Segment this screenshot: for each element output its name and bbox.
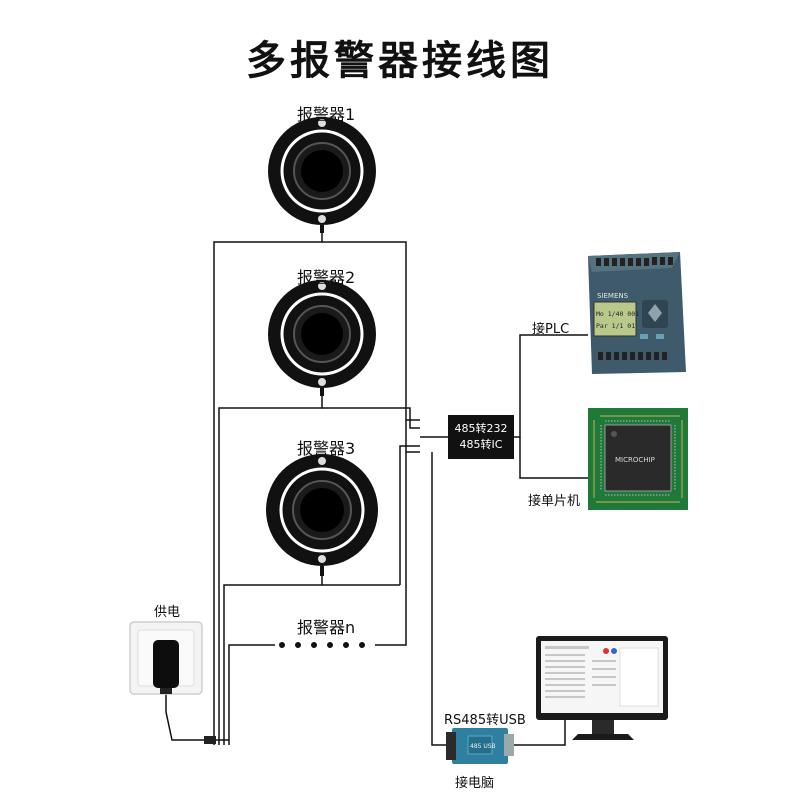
- alarm-n-dots: [279, 642, 365, 648]
- plc-screen-line2: Par 1/1 01: [596, 322, 635, 330]
- wire-alarm-n-right: [375, 451, 420, 646]
- wire-alarm-n-left: [228, 644, 275, 745]
- plc-screen-line1: Mo 1/40 001: [596, 310, 639, 318]
- alarm-1-label: 报警器1: [297, 105, 356, 124]
- alarm-2-label: 报警器2: [297, 268, 356, 287]
- usb-module-text: 485 USB: [470, 743, 496, 750]
- wire-power: [165, 688, 214, 741]
- wire-alarm1: [213, 228, 323, 745]
- pc-label: 接电脑: [455, 776, 495, 791]
- usb-converter-label: RS485转USB: [444, 713, 526, 728]
- bus-wires: [165, 228, 588, 746]
- wire-alarm2: [218, 395, 323, 745]
- alarm-3: [266, 454, 378, 576]
- wire-to-usb: [431, 452, 452, 746]
- wire-alarm2-right: [322, 407, 420, 429]
- plc-device: [588, 252, 686, 374]
- converter-box: 485转232 485转IC: [448, 415, 514, 459]
- alarm-3-label: 报警器3: [297, 439, 356, 458]
- converter-line1: 485转232: [454, 422, 508, 435]
- mcu-board: [588, 408, 688, 510]
- pc-monitor: [536, 636, 668, 740]
- mcu-label: 接单片机: [528, 494, 581, 509]
- alarm-n-label: 报警器n: [297, 618, 356, 637]
- converter-line2: 485转IC: [459, 438, 503, 451]
- wire-to-mcu: [519, 437, 588, 479]
- wire-alarm1-right: [322, 241, 420, 421]
- chip-brand: MICROCHIP: [615, 456, 655, 464]
- page-title: 多报警器接线图: [246, 38, 554, 84]
- wire-alarm3: [223, 575, 323, 745]
- plc-brand: SIEMENS: [597, 292, 629, 300]
- power-adapter: [129, 621, 216, 744]
- wire-usb-to-pc: [508, 712, 566, 746]
- wire-alarm3-right: [399, 445, 420, 585]
- power-label: 供电: [154, 605, 181, 620]
- plc-label: 接PLC: [532, 322, 570, 337]
- alarm-1: [268, 117, 376, 233]
- wire-converter-split: [514, 334, 588, 438]
- alarm-2: [268, 280, 376, 396]
- usb-converter-module: [446, 728, 514, 764]
